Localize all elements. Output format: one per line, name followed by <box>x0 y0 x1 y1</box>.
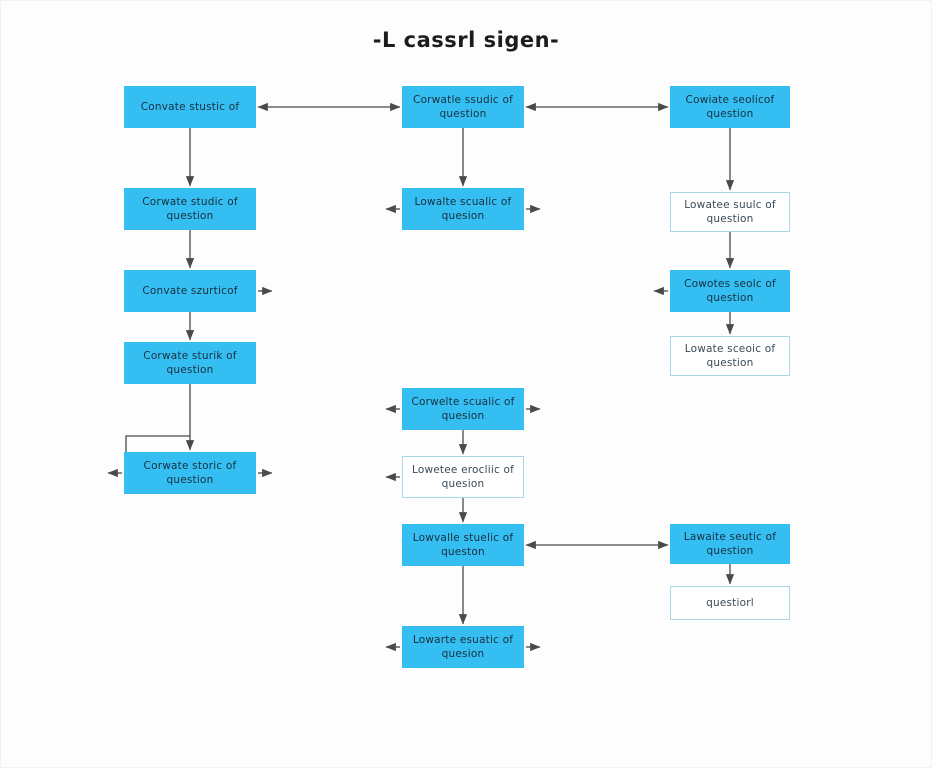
flowchart-node-m6[interactable]: Lowarte esuatic of quesion <box>402 626 524 668</box>
flowchart-node-r3[interactable]: Cowotes seolc of question <box>670 270 790 312</box>
flowchart-node-m5[interactable]: Lowvalle stuelic of queston <box>402 524 524 566</box>
flowchart-node-r4[interactable]: Lowate sceoic of question <box>670 336 790 376</box>
flowchart-node-m4[interactable]: Lowetee erocliic of quesion <box>402 456 524 498</box>
flowchart-node-l3[interactable]: Convate szurticof <box>124 270 256 312</box>
flowchart-node-r6[interactable]: questiorl <box>670 586 790 620</box>
flowchart-node-l1[interactable]: Convate stustic of <box>124 86 256 128</box>
connector-L4-elbow <box>125 435 190 452</box>
flowchart-node-l2[interactable]: Corwate studic of question <box>124 188 256 230</box>
flowchart-node-r2[interactable]: Lowatee suulc of question <box>670 192 790 232</box>
flowchart-node-l4[interactable]: Corwate sturik of question <box>124 342 256 384</box>
flowchart-node-m1[interactable]: Corwatle ssudic of question <box>402 86 524 128</box>
flowchart-node-m2[interactable]: Lowalte scualic of quesion <box>402 188 524 230</box>
flowchart-node-r5[interactable]: Lawaite seutic of question <box>670 524 790 564</box>
flowchart-node-l5[interactable]: Corwate storic of question <box>124 452 256 494</box>
diagram-title: -L cassrl sigen- <box>372 28 560 52</box>
flowchart-node-m3[interactable]: Corwelte scualic of quesion <box>402 388 524 430</box>
flowchart-node-r1[interactable]: Cowiate seolicof question <box>670 86 790 128</box>
